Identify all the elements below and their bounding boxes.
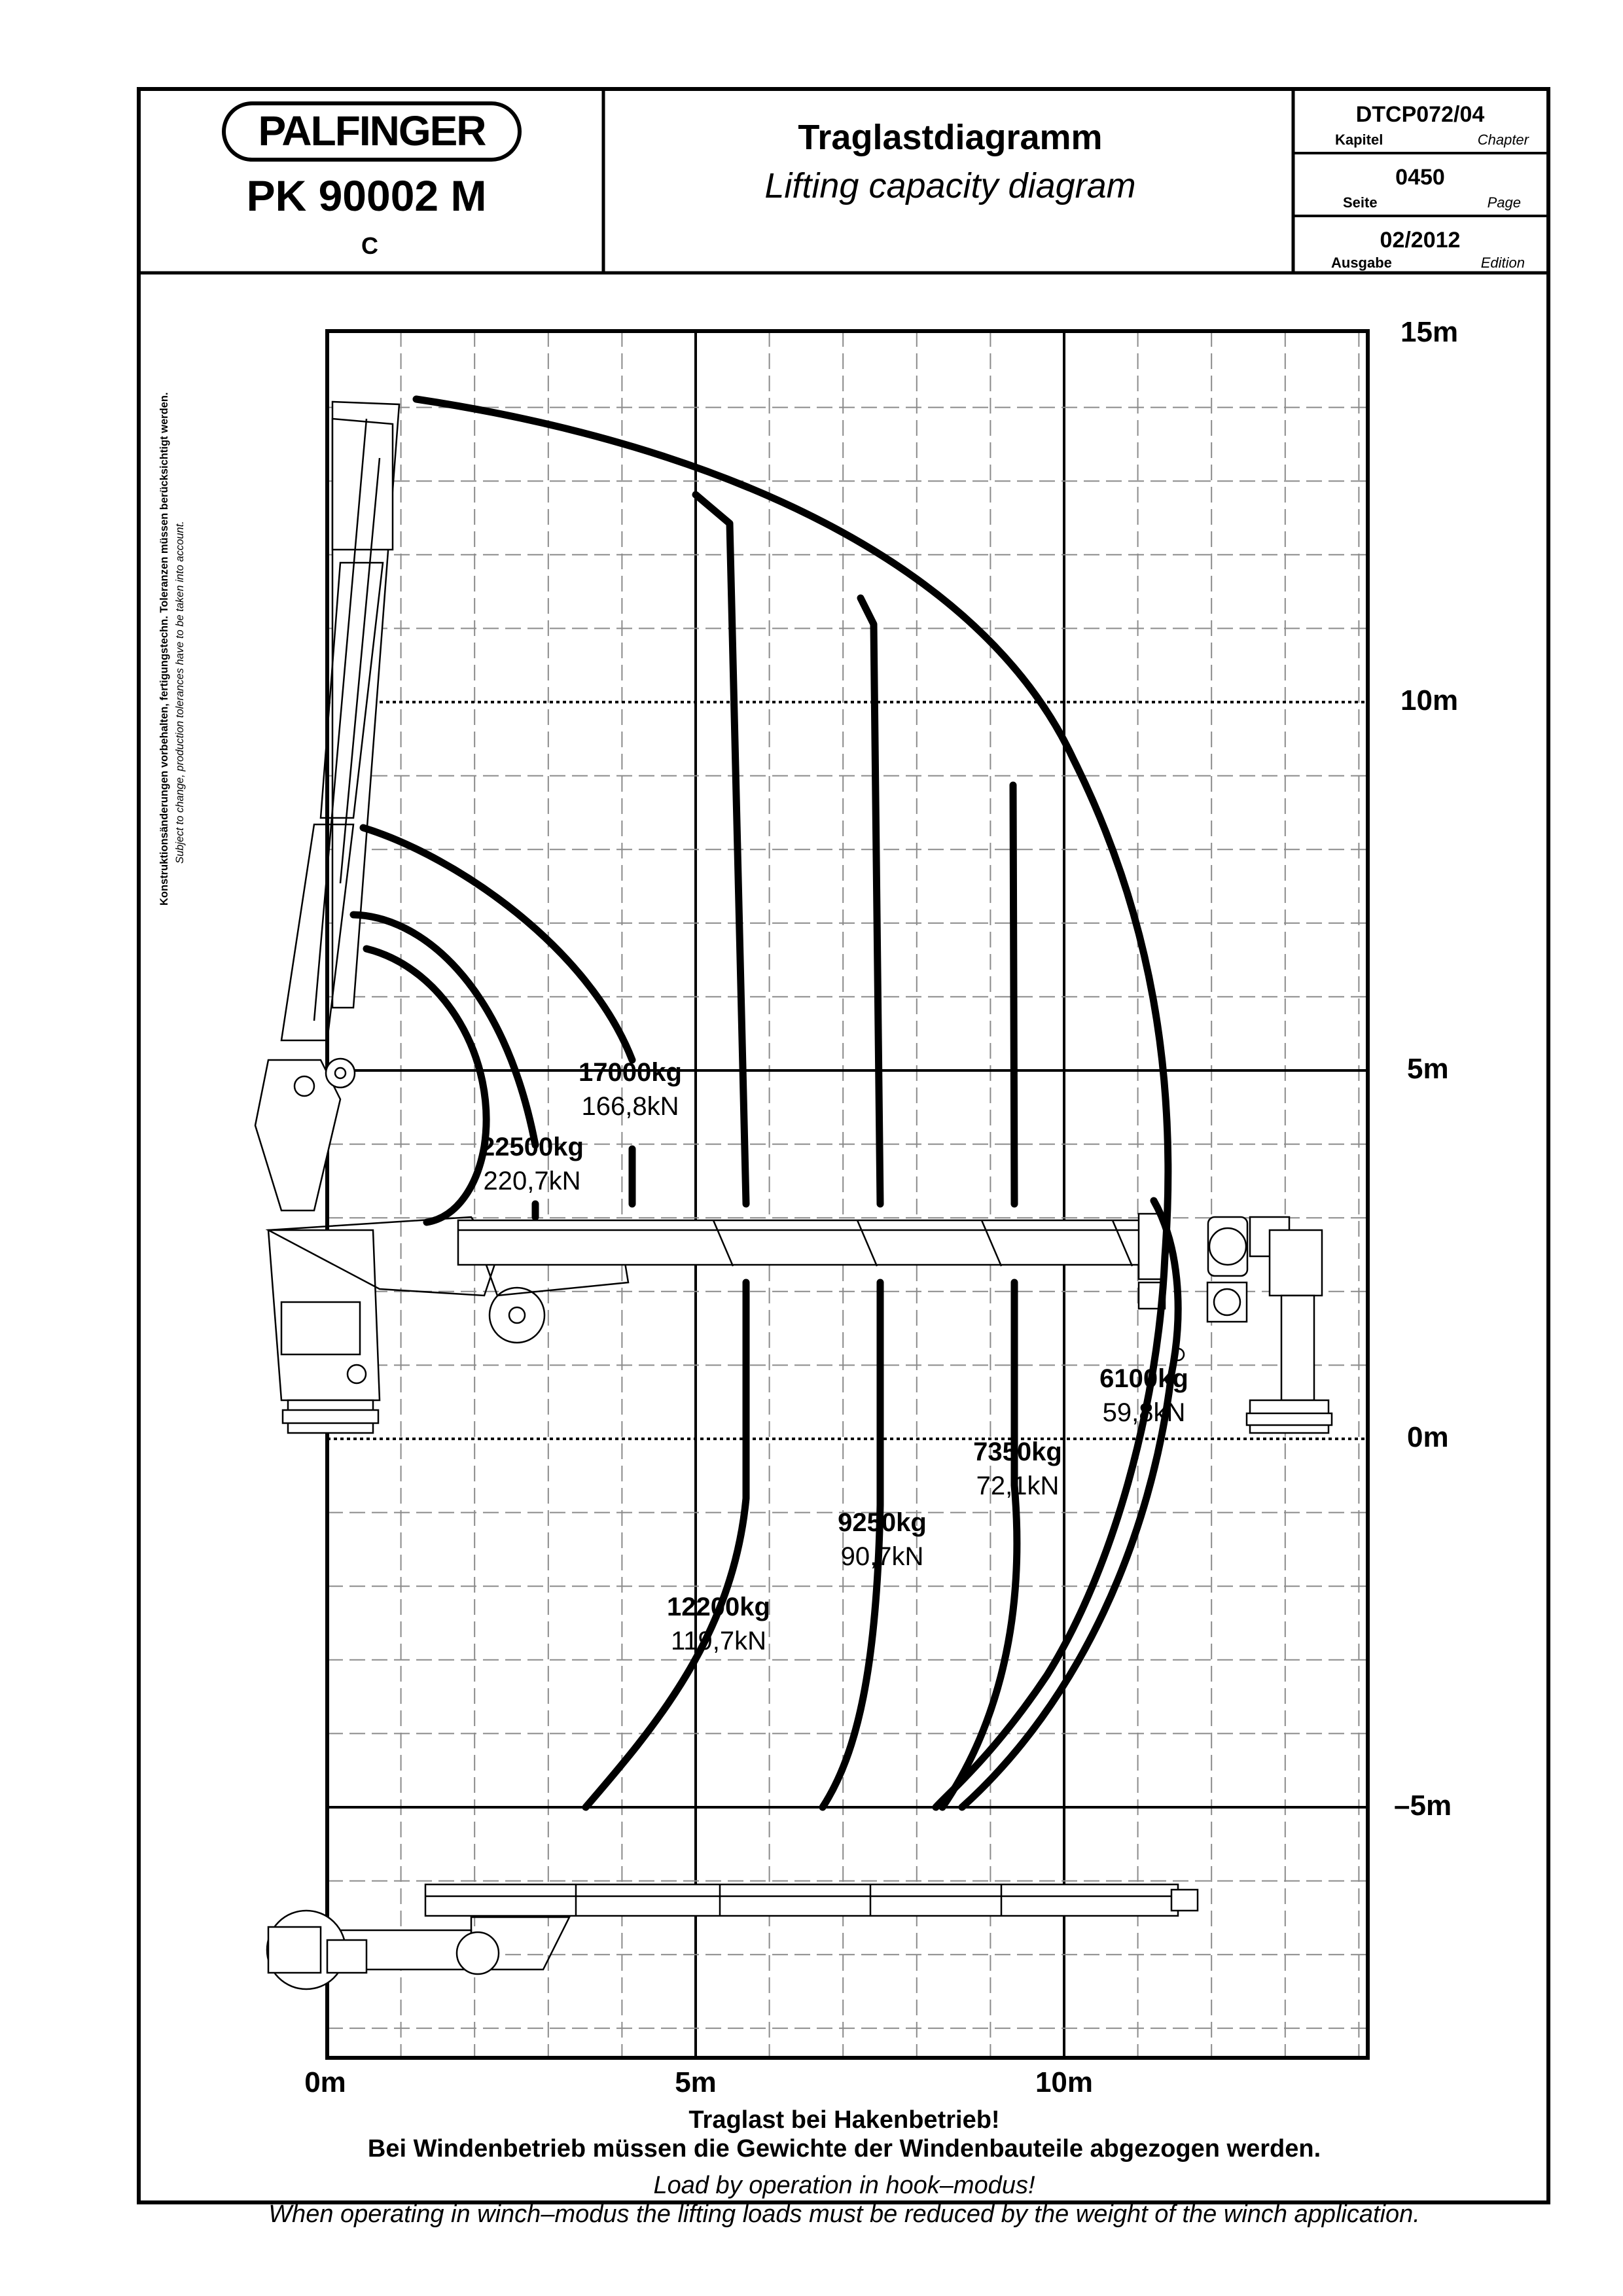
- load-label-6100kg: 6100kg: [1099, 1364, 1188, 1393]
- chart-grid: [327, 331, 1368, 2058]
- x-tick-10m: 10m: [1035, 2066, 1093, 2098]
- load-curves: [349, 395, 1182, 1811]
- crane-front-view: [1206, 1216, 1333, 1434]
- curve-inner: [363, 945, 490, 1226]
- svg-text:PALFINGER: PALFINGER: [258, 107, 486, 154]
- outer-envelope-curve: [412, 395, 1172, 1811]
- footer-english-line-1: Load by operation in hook–modus!: [653, 2172, 1035, 2199]
- load-label-12200kg: 12200kg: [667, 1593, 770, 1621]
- page-label: Page: [1488, 194, 1521, 211]
- footer-german-line-2: Bei Windenbetrieb müssen die Gewichte de…: [368, 2135, 1321, 2163]
- load-label-220-7kn: 220,7kN: [484, 1167, 581, 1195]
- document-code: DTCP072/04: [1356, 102, 1485, 127]
- y-tick-15m: 15m: [1400, 316, 1458, 348]
- x-axis-labels: 0m 5m 10m: [304, 2066, 1093, 2098]
- y-tick-5m: 5m: [1407, 1053, 1449, 1085]
- x-tick-0m: 0m: [304, 2066, 346, 2098]
- curve-9250kg: [819, 594, 884, 1811]
- load-label-166-8kn: 166,8kN: [582, 1092, 679, 1121]
- y-tick-10m: 10m: [1400, 684, 1458, 716]
- page-number: 0450: [1395, 165, 1445, 190]
- edition-label: Edition: [1481, 255, 1525, 271]
- chapter-label: Chapter: [1478, 132, 1530, 148]
- seite-label: Seite: [1343, 194, 1378, 211]
- curve-17000kg: [359, 824, 636, 1208]
- load-label-59-8kn: 59,8kN: [1103, 1398, 1186, 1427]
- palfinger-logo: PALFINGER: [222, 101, 522, 162]
- edition-date: 02/2012: [1380, 228, 1461, 253]
- crane-side-view-raised: [254, 400, 1185, 1434]
- load-label-9250kg: 9250kg: [838, 1508, 927, 1537]
- chart-plot-border: [325, 329, 1370, 2060]
- y-tick-0m: 0m: [1407, 1421, 1449, 1453]
- load-labels: 22500kg 220,7kN 17000kg 166,8kN 12200kg …: [480, 1058, 1188, 1655]
- y-axis-labels: 15m 10m 5m 0m –5m: [1394, 316, 1458, 1822]
- load-label-7350kg: 7350kg: [973, 1438, 1062, 1466]
- footer-german-line-1: Traglast bei Hakenbetrieb!: [688, 2106, 999, 2134]
- crane-transport-position: [266, 1883, 1199, 1990]
- load-label-90-7kn: 90,7kN: [841, 1542, 924, 1571]
- load-label-119-7kn: 119,7kN: [671, 1627, 766, 1655]
- model-name: PK 90002 M: [247, 171, 487, 220]
- kapitel-label: Kapitel: [1335, 132, 1383, 148]
- load-label-72-1kn: 72,1kN: [976, 1472, 1060, 1500]
- model-variant: C: [361, 232, 378, 259]
- curve-7350kg: [938, 781, 1021, 1811]
- sheet-frame: [137, 87, 1550, 2204]
- title-english: Lifting capacity diagram: [764, 166, 1135, 205]
- curve-6100kg: [958, 1197, 1182, 1811]
- ausgabe-label: Ausgabe: [1331, 255, 1392, 271]
- load-label-22500kg: 22500kg: [480, 1133, 584, 1161]
- y-tick-minus5m: –5m: [1394, 1790, 1452, 1822]
- load-label-17000kg: 17000kg: [579, 1058, 682, 1087]
- side-note-german: Konstruktionsänderungen vorbehalten, fer…: [158, 393, 170, 906]
- x-tick-5m: 5m: [675, 2066, 717, 2098]
- side-note-english: Subject to change, production tolerances…: [174, 521, 186, 864]
- curve-22500kg: [349, 911, 539, 1221]
- curve-12200kg: [582, 491, 750, 1811]
- footer-english-line-2: When operating in winch–modus the liftin…: [268, 2200, 1420, 2228]
- title-german: Traglastdiagramm: [798, 118, 1102, 157]
